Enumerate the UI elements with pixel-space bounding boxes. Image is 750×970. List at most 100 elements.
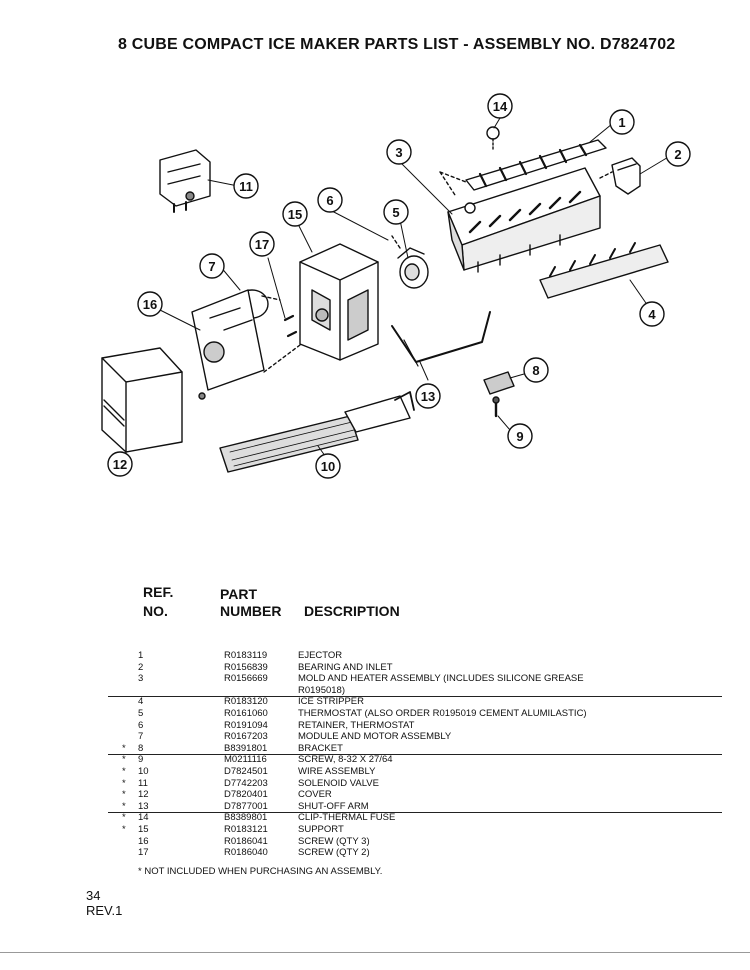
part-description: ICE STRIPPER (298, 696, 364, 708)
callout-1: 1 (609, 109, 635, 135)
ref-number: 13 (138, 800, 149, 812)
leader-lines (125, 117, 671, 461)
part-description: SHUT-OFF ARM (298, 800, 369, 812)
part-number: D7820401 (224, 789, 268, 801)
part-description: BRACKET (298, 742, 343, 754)
ice-stripper-part (539, 242, 669, 299)
ref-number: 17 (138, 847, 149, 859)
ref-number: 12 (138, 789, 149, 801)
callout-label: 8 (532, 363, 539, 378)
part-number: D7742203 (224, 777, 268, 789)
parts-row: 3 R0156669 MOLD AND HEATER ASSEMBLY (INCLU… (120, 673, 720, 685)
part-number: R0186040 (224, 847, 268, 859)
part-description: R0195018) (298, 684, 346, 696)
callout-label: 17 (255, 237, 269, 252)
part-description: SCREW (QTY 3) (298, 835, 370, 847)
footnote: * NOT INCLUDED WHEN PURCHASING AN ASSEMB… (138, 866, 382, 877)
part-number: D7877001 (224, 800, 268, 812)
ref-number: 2 (138, 661, 144, 673)
screw-part (492, 396, 500, 418)
wire-assembly-part (219, 391, 415, 473)
not-included-marker: * (122, 823, 126, 835)
callout-12: 12 (107, 451, 133, 477)
ref-number: 6 (138, 719, 144, 731)
mounting-plate-part (191, 289, 301, 400)
callout-label: 11 (239, 179, 253, 194)
callout-label: 10 (321, 459, 335, 474)
not-included-marker: * (122, 754, 126, 766)
callout-5: 5 (383, 199, 409, 225)
part-description: MOLD AND HEATER ASSEMBLY (INCLUDES SILIC… (298, 673, 584, 685)
screws-part (267, 257, 298, 338)
callout-6: 6 (317, 187, 343, 213)
part-number: R0186041 (224, 835, 268, 847)
callout-7: 7 (199, 253, 225, 279)
ref-number: 3 (138, 673, 144, 685)
part-number: R0156669 (224, 673, 268, 685)
part-description: SOLENOID VALVE (298, 777, 379, 789)
part-number: R0167203 (224, 731, 268, 743)
callout-4: 4 (639, 301, 665, 327)
part-description: BEARING AND INLET (298, 661, 393, 673)
footnote-text: NOT INCLUDED WHEN PURCHASING AN ASSEMBLY… (144, 866, 383, 877)
callout-label: 1 (618, 115, 625, 130)
part-description: SCREW, 8-32 X 27/64 (298, 754, 393, 766)
thermostat-part (391, 235, 429, 289)
part-number: B8389801 (224, 812, 268, 824)
callout-11: 11 (233, 173, 259, 199)
callout-label: 2 (674, 147, 681, 162)
part-header-line1: PART (220, 586, 258, 602)
callout-17: 17 (249, 231, 275, 257)
bracket-part (483, 371, 515, 395)
footnote-star: * (138, 866, 142, 877)
part-description: THERMOSTAT (ALSO ORDER R0195019 CEMENT A… (298, 707, 587, 719)
ref-number: 11 (138, 777, 148, 789)
ref-number: 9 (138, 754, 144, 766)
part-number: R0191094 (224, 719, 268, 731)
callout-label: 13 (421, 389, 435, 404)
ref-number: 14 (138, 812, 149, 824)
callout-3: 3 (386, 139, 412, 165)
cover-part (101, 347, 183, 453)
ref-header-line1: REF. (143, 584, 174, 600)
part-number: R0161060 (224, 707, 268, 719)
callout-label: 12 (113, 457, 127, 472)
part-number: R0183120 (224, 696, 268, 708)
revision-label: REV.1 (86, 903, 123, 918)
part-number: D7824501 (224, 765, 268, 777)
callout-16: 16 (137, 291, 163, 317)
ref-header-line2: NO. (143, 603, 168, 619)
bearing-inlet-part (599, 157, 641, 195)
exploded-parts-diagram: 1 2 3 4 5 6 7 8 9 10 11 12 13 14 15 16 1… (101, 93, 691, 479)
part-description: MODULE AND MOTOR ASSEMBLY (298, 731, 452, 743)
description-header: DESCRIPTION (304, 603, 400, 619)
ref-number: 1 (138, 650, 144, 661)
callout-label: 9 (516, 429, 523, 444)
part-number: B8391801 (224, 742, 268, 754)
page-number: 34 (86, 888, 101, 903)
ref-number: 10 (138, 765, 149, 777)
callout-8: 8 (523, 357, 549, 383)
support-housing-part (299, 243, 379, 361)
not-included-marker: * (122, 789, 126, 801)
part-number: M0211116 (224, 754, 267, 766)
callout-label: 5 (392, 205, 399, 220)
callout-13: 13 (415, 383, 441, 409)
part-description: COVER (298, 789, 332, 801)
callout-2: 2 (665, 141, 691, 167)
callout-14: 14 (487, 93, 513, 119)
part-number: R0156839 (224, 661, 268, 673)
callout-label: 4 (648, 307, 656, 322)
